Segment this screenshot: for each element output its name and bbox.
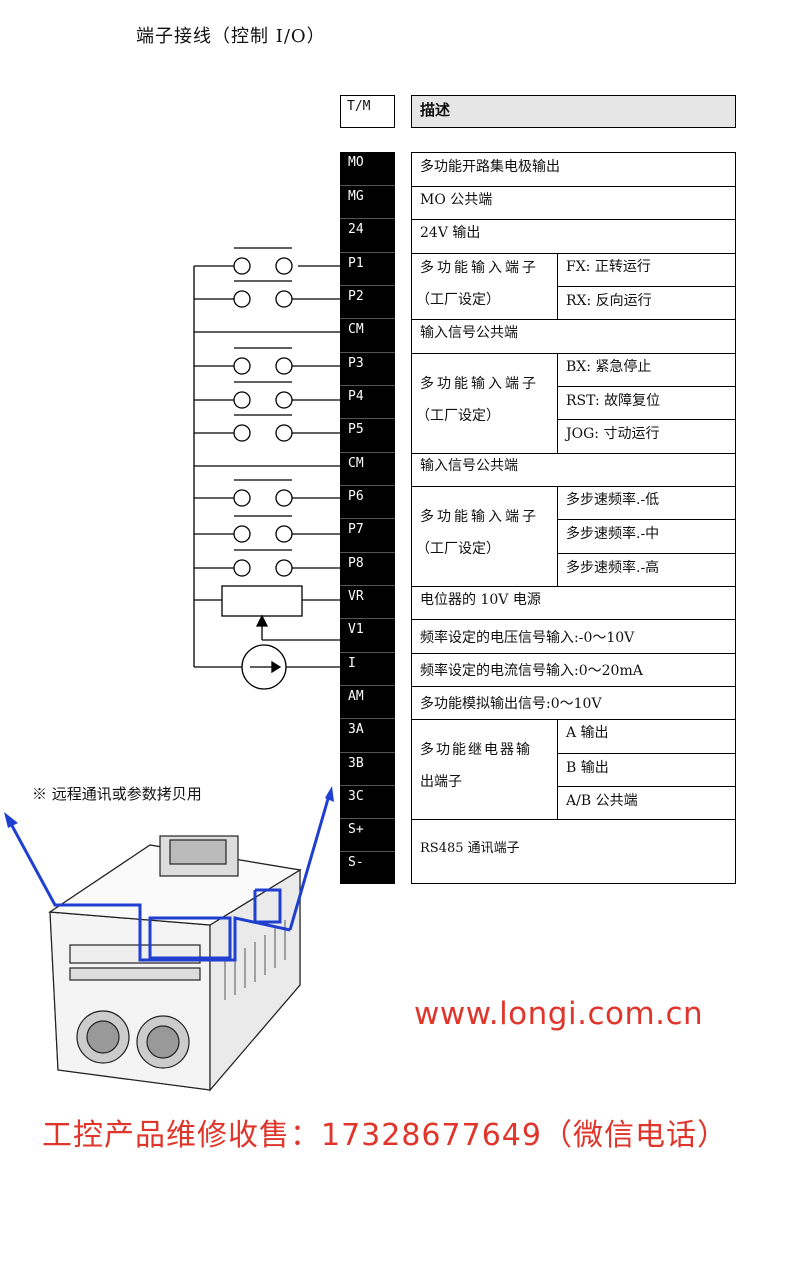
page-title: 端子接线（控制 I/O）	[136, 26, 326, 47]
terminal-mo: MO	[348, 155, 364, 170]
desc-p8-function: 多步速频率.-高	[557, 553, 735, 586]
desc-group2-main: 多功能输入端子	[420, 376, 539, 392]
terminal-p3: P3	[340, 352, 395, 385]
terminal-24: 24	[340, 218, 395, 251]
terminal-p6: P6	[340, 485, 395, 518]
desc-rs485: RS485 通讯端子	[420, 841, 520, 856]
desc-24v: 24V 输出	[420, 225, 481, 241]
terminal-p8: P8	[340, 552, 395, 585]
website-link[interactable]: www.longi.com.cn	[414, 996, 704, 1032]
terminal-3b: 3B	[340, 752, 395, 785]
terminal-p7: P7	[340, 518, 395, 551]
terminal-p4: P4	[340, 385, 395, 418]
desc-vr: 电位器的 10V 电源	[420, 592, 541, 608]
terminal-p2: P2	[340, 285, 395, 318]
desc-p5-function: JOG: 寸动运行	[557, 419, 735, 453]
inverter-drive-illustration	[48, 835, 302, 1092]
desc-p2-function: RX: 反向运行	[557, 286, 735, 319]
desc-group2-sub: （工厂设定）	[416, 408, 500, 424]
terminal-vr: VR	[340, 585, 395, 618]
desc-p1-function: FX: 正转运行	[557, 253, 735, 286]
terminal-column: MO MG 24 P1 P2 CM P3 P4 P5 CM P6 P7 P8 V…	[340, 152, 395, 884]
remote-comm-note: ※ 远程通讯或参数拷贝用	[32, 785, 202, 803]
arrow-right-icon	[325, 786, 334, 802]
contact-banner: 工控产品维修收售：17328677649（微信电话）	[42, 1118, 728, 1153]
terminal-am: AM	[340, 685, 395, 718]
desc-group3-main: 多功能输入端子	[420, 509, 539, 525]
desc-3b: B 输出	[557, 753, 735, 786]
desc-cm-2: 输入信号公共端	[420, 458, 518, 474]
terminal-s-minus: S-	[340, 851, 395, 884]
arrow-left-icon	[4, 812, 18, 828]
desc-relay-sub: 出端子	[420, 774, 462, 790]
desc-i: 频率设定的电流信号输入:0～20mA	[420, 663, 643, 679]
desc-cm-1: 输入信号公共端	[420, 325, 518, 341]
terminal-i: I	[340, 652, 395, 685]
desc-3c: A/B 公共端	[557, 786, 735, 819]
desc-3a: A 输出	[557, 719, 735, 753]
desc-mo: 多功能开路集电极输出	[420, 159, 560, 175]
desc-p6-function: 多步速频率.-低	[557, 486, 735, 519]
terminal-3c: 3C	[340, 785, 395, 818]
description-header: 描述	[411, 95, 736, 128]
terminal-cm-2: CM	[340, 452, 395, 485]
terminal-p1: P1	[340, 252, 395, 285]
desc-group1-main: 多功能输入端子	[420, 260, 539, 276]
terminal-cm-1: CM	[340, 318, 395, 351]
desc-relay-main: 多功能继电器输	[420, 742, 532, 758]
description-table: 多功能开路集电极输出 MO 公共端 24V 输出 多功能输入端子 （工厂设定） …	[411, 152, 736, 884]
desc-v1: 频率设定的电压信号输入:-0～10V	[420, 630, 635, 646]
terminal-mg: MG	[340, 185, 395, 218]
terminal-p5: P5	[340, 418, 395, 451]
desc-p7-function: 多步速频率.-中	[557, 519, 735, 553]
terminal-v1: V1	[340, 618, 395, 651]
desc-p4-function: RST: 故障复位	[557, 386, 735, 419]
desc-group1-sub: （工厂设定）	[416, 292, 500, 308]
desc-p3-function: BX: 紧急停止	[557, 353, 735, 386]
desc-group3-sub: （工厂设定）	[416, 541, 500, 557]
tm-header: T/M	[340, 95, 395, 128]
desc-mg: MO 公共端	[420, 192, 493, 208]
highlight-box	[8, 791, 332, 962]
terminal-3a: 3A	[340, 718, 395, 751]
terminal-s-plus: S+	[340, 818, 395, 851]
desc-am: 多功能模拟输出信号:0～10V	[420, 696, 602, 712]
